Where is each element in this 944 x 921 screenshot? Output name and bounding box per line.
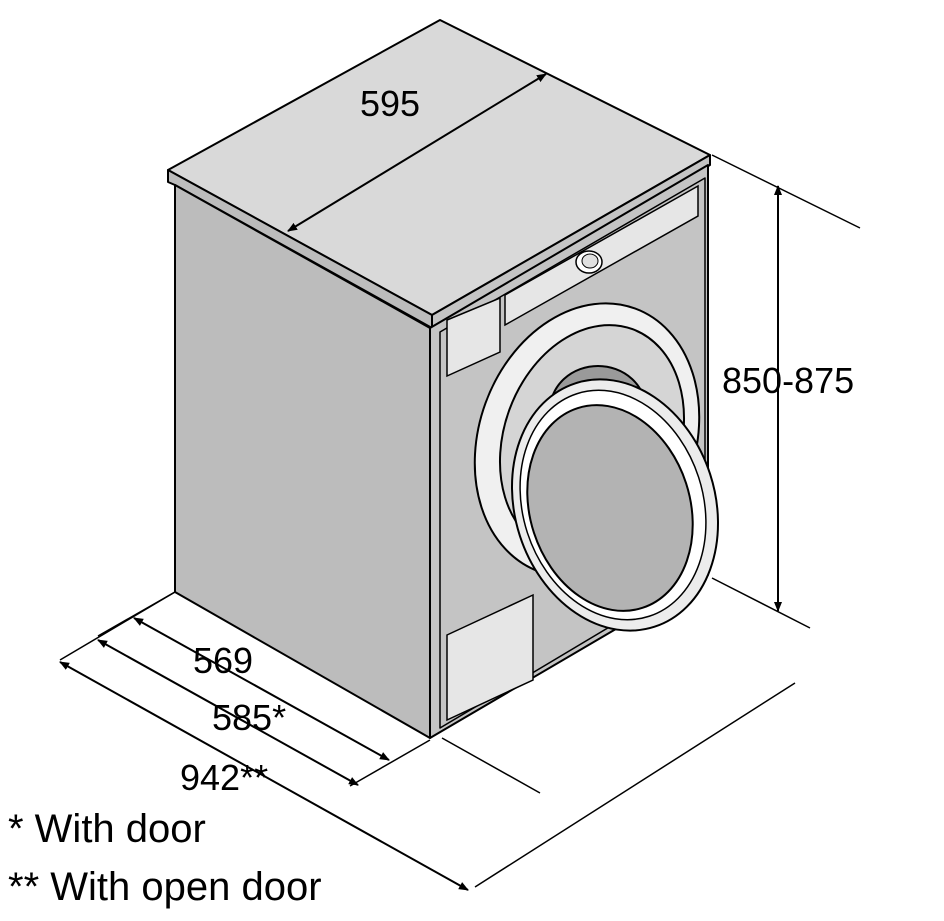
note-with-door: * With door — [8, 807, 206, 851]
depth-open-door-label: 942** — [180, 757, 268, 798]
dimension-arrows — [59, 73, 782, 891]
detergent-drawer — [446, 296, 501, 378]
display-strip — [504, 184, 699, 327]
depth-open-door-arrow — [59, 661, 469, 891]
note-with-open-door: ** With open door — [8, 865, 322, 909]
width-arrow — [287, 73, 547, 232]
height-label: 850-875 — [722, 360, 854, 401]
washer-top-edge-right — [431, 154, 711, 329]
program-knob-inner — [581, 253, 599, 269]
open-door-glass — [526, 404, 694, 612]
depth-label: 569 — [193, 640, 253, 681]
width-label: 595 — [360, 83, 420, 124]
extension-lines — [59, 154, 861, 888]
control-panel — [446, 184, 699, 378]
depth-with-door-label: 585* — [212, 697, 286, 738]
open-door — [510, 378, 720, 632]
